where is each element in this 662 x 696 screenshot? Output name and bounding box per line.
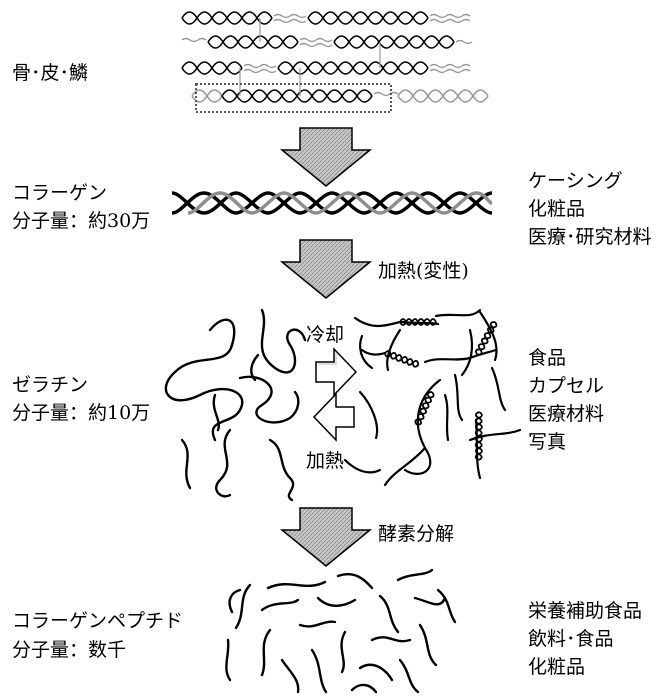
collagen-use: 化粧品 — [528, 198, 586, 220]
gelatin-use: 写真 — [528, 431, 567, 453]
collagen-name: コラーゲン — [12, 182, 108, 204]
collagen-mw: 分子量：約30万 — [12, 210, 151, 232]
collagen-use: ケーシング — [528, 170, 623, 192]
gelatin-use: カプセル — [528, 375, 605, 397]
collagen-fibril-bundle — [181, 11, 489, 113]
peptide-mw: 分子量：数千 — [12, 639, 127, 661]
gelatin-random-coil — [164, 308, 307, 502]
collagen-triple-helix — [171, 191, 493, 215]
gelatin-gel-network — [343, 308, 522, 487]
gelatin-mw: 分子量：約10万 — [12, 402, 151, 424]
gel-junction-zones — [383, 318, 499, 461]
collagen-use: 医療･研究材料 — [528, 226, 652, 248]
step-enzyme-label: 酵素分解 — [378, 523, 455, 545]
peptide-fragments — [225, 568, 457, 694]
gelatin-use: 食品 — [528, 347, 567, 369]
single-molecule-highlight — [195, 83, 392, 113]
down-arrow-3 — [281, 507, 371, 567]
cool-label: 冷却 — [306, 324, 345, 346]
heating-arrow — [312, 392, 355, 442]
peptide-use: 栄養補助食品 — [528, 600, 643, 622]
gelatin-name: ゼラチン — [12, 374, 89, 396]
peptide-use: 飲料･食品 — [528, 628, 614, 650]
heat-label: 加熱 — [306, 450, 345, 472]
gelatin-use: 医療材料 — [528, 403, 605, 425]
source-label: 骨･皮･鱗 — [12, 62, 89, 84]
down-arrow-2 — [281, 239, 371, 299]
peptide-name: コラーゲンペプチド — [12, 610, 184, 632]
step-heat-label: 加熱(変性) — [378, 260, 469, 282]
peptide-use: 化粧品 — [528, 656, 586, 678]
cooling-arrow — [315, 347, 358, 397]
down-arrow-1 — [281, 127, 371, 187]
